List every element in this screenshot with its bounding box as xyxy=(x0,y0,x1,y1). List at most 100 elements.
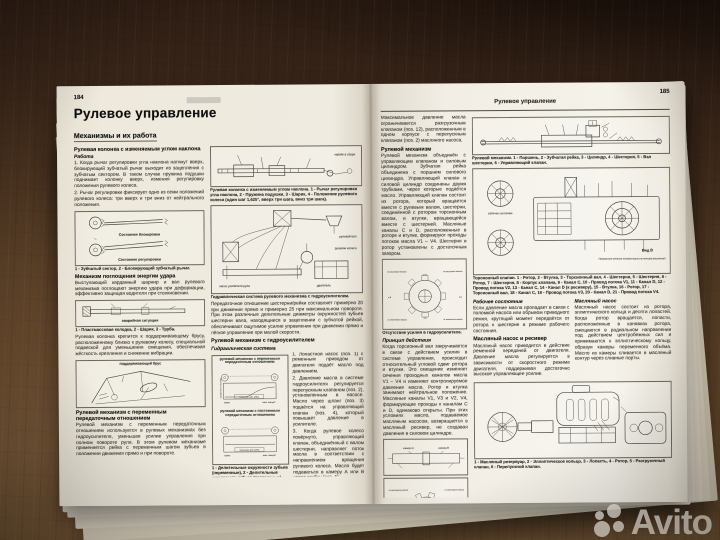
to-b-label: к В xyxy=(388,297,391,299)
subsection-heading: Рулевой механизм с гидроусилителем xyxy=(211,337,315,345)
subsection-heading: Масляный насос и ресивер xyxy=(473,336,547,343)
paragraph: Масляный насос приводится в действие рем… xyxy=(473,343,570,378)
running-header: Рулевое управление 185 xyxy=(380,88,670,112)
variable-ratio-graph: положение зубч. рейки прямо макс. поворо… xyxy=(220,373,279,404)
chamber-b-label: камера В xyxy=(438,447,449,450)
figure-caption: Рулевая колонка с изменяемым углом накло… xyxy=(209,186,358,203)
hydraulic-system-drawing: рулевой вал рулевое колесо xyxy=(219,210,357,289)
working-state-label: рабочее состояние xyxy=(489,212,514,216)
left-page: 184 Рулевое управление Механизмы и их ра… xyxy=(57,84,374,506)
to-a-label: к А xyxy=(423,317,426,320)
figure-caption: 1 - Делительные окружности зубьев (перем… xyxy=(211,464,288,477)
x-label-max-turn: макс. поворот xyxy=(263,455,276,457)
dashboard-drawing xyxy=(90,371,190,405)
left-page-column-2: червяк в сборе Рулевая колонка с изменяе… xyxy=(209,143,365,477)
paragraph: 2. Рычаг регулировки фиксирует одно из с… xyxy=(74,190,205,209)
fig-chambers: камера А камера В xyxy=(383,438,469,477)
from-pump-label: от масляного насоса xyxy=(388,490,408,492)
steering-wheel-label: рулевое колесо xyxy=(335,246,357,250)
list-item: 1. Лопастной насос (поз. 1) с ременным п… xyxy=(292,351,364,375)
scan-artifact xyxy=(186,97,221,104)
adjust-state-label: Состояние регулировки xyxy=(118,257,162,262)
sub-subheading: Масляный насос xyxy=(574,298,617,305)
paragraph: Выступающий карданный шарнир и вал рулев… xyxy=(74,279,205,298)
fig-torsion-valve: рабочее состояние xyxy=(472,166,671,276)
steering-column-drawing: червяк в сборе xyxy=(217,152,356,177)
view-b-label: Вид В xyxy=(642,249,653,253)
steering-rack-drawing xyxy=(480,119,663,147)
figure-caption: Гидравлическая система рулевого механизм… xyxy=(210,293,350,299)
figure-caption: 1 - Пластмассовая колодка, 2 - Шарик, 3 … xyxy=(75,326,176,333)
avito-logo-icon xyxy=(593,504,626,538)
paragraph: Рулевой механизм объединён с управляющим… xyxy=(381,153,467,257)
fig-rotor-turned: от масляного насоса от масляного насоса … xyxy=(383,477,469,498)
sub-subheading: Гидравлическая система xyxy=(211,345,276,352)
from-pump-label: от масляного насоса xyxy=(444,489,464,491)
fig-tilt-lock-states: Состояние блокировки Состояние регулиров… xyxy=(74,209,205,266)
from-pump-label: от масляного насоса xyxy=(443,271,463,273)
chapter-title: Рулевое управление xyxy=(73,105,217,122)
right-page-number: 185 xyxy=(659,88,670,95)
subsection-heading: Рулевой механизм с переменным передаточн… xyxy=(75,409,167,423)
oil-pump-text: Масляный насос Масляный насос состоит из… xyxy=(574,297,671,380)
left-page-column-1: Рулевая колонка с изменяемым углом накло… xyxy=(74,144,206,478)
graph-title-variable: рулевой механизм с переменным передаточн… xyxy=(219,356,280,365)
sub-subheading: Принцип действия xyxy=(382,337,431,345)
right-page: Рулевое управление 185 Максимальное давл… xyxy=(371,82,688,504)
right-page-column-1: Максимальное давление масла ограничивает… xyxy=(381,115,469,498)
paragraph: Когда торсионный вал закручивается в свя… xyxy=(382,344,468,437)
fig-oil-pump-reservoir xyxy=(473,380,673,459)
y-axis-label: передаточное отношение xyxy=(220,378,222,398)
paragraph: Если давление масла пропадает в связи с … xyxy=(472,305,570,335)
worm-assembly-label: червяк в сборе xyxy=(334,152,355,156)
sub-subheading: Рабочее состояние xyxy=(472,298,523,306)
emergency-shaft-drawing xyxy=(81,302,185,317)
graph-inner-label: положение зубч. рейки xyxy=(239,395,259,398)
chambers-drawing: камера А камера В xyxy=(387,447,464,469)
x-label-max-turn: макс. поворот xyxy=(263,402,276,404)
steering-shaft-label: рулевой вал xyxy=(339,235,357,239)
rotor-neutral-drawing: от масляного насоса от масляного насоса … xyxy=(387,271,463,321)
paragraph: 1. Когда рычаг регулировки угла наклона … xyxy=(74,160,204,190)
paragraph: Масляный насос состоит из ротора, эллипт… xyxy=(574,304,672,363)
view-b-sublabel: Поперечное сечение потоков масла по конт… xyxy=(599,258,667,261)
oil-pump-drawing xyxy=(487,385,667,445)
rotor-turned-drawing: от масляного насоса от масляного насоса … xyxy=(388,489,464,498)
emergency-label: аварийная ситуация xyxy=(121,318,159,323)
book-spread: 184 Рулевое управление Механизмы и их ра… xyxy=(56,81,688,507)
graph-inner-label: положение зубч. рейки xyxy=(240,448,260,451)
avito-watermark: Avito xyxy=(593,504,713,539)
fig-steering-rack xyxy=(471,115,671,156)
figure-caption: 1 - Зубчатый сектор, 2 - Блокирующий зуб… xyxy=(74,264,191,271)
list-item: 2. Давление масла в системе гидроусилите… xyxy=(292,376,364,428)
fig-ratio-graphs: рулевой механизм с переменным передаточн… xyxy=(211,354,290,466)
right-page-column-2: Рулевой механизм. 1 - Поршень, 2 - Зубча… xyxy=(471,114,673,497)
adjust-state-drawing xyxy=(88,237,168,257)
fig-hydraulic-system: рулевой вал рулевое колесо xyxy=(210,203,363,294)
section-heading: Механизмы и их работа xyxy=(73,132,157,143)
subsection-heading: Рулевой механизм xyxy=(380,146,432,153)
lock-state-drawing xyxy=(88,212,168,230)
fig-emergency-shaft: аварийная ситуация xyxy=(75,299,205,328)
to-a-label: к А xyxy=(458,296,461,299)
open-book: 184 Рулевое управление Механизмы и их ра… xyxy=(55,80,718,540)
subsection-heading: Рулевая колонка с изменяемым углом накло… xyxy=(73,146,201,154)
from-pump-label: от масляного насоса xyxy=(443,319,463,321)
figure-caption: Рулевой механизм. 1 - Поршень, 2 - Зубча… xyxy=(471,154,652,166)
fig-rotor-neutral: от масляного насоса от масляного насоса … xyxy=(381,258,468,331)
x-label-straight: прямо xyxy=(224,402,231,404)
fig-support-beam: поддерживающий брус xyxy=(75,359,206,408)
constant-ratio-graph: положение зубч. рейки прямо макс. поворо… xyxy=(221,426,279,457)
paragraph: Передаточное отношение шестерни/рейки со… xyxy=(210,300,364,336)
torsion-valve-drawing: рабочее состояние xyxy=(487,177,667,261)
from-pump-label: от масляного насоса xyxy=(387,271,407,273)
x-label-straight: прямо xyxy=(225,455,232,457)
figure-caption: Торсионный клапан. 1 - Ротор, 2 - Втулка… xyxy=(472,273,667,296)
engine-label: двигатель xyxy=(317,284,331,288)
subsection-heading: Механизм поглощения энергии удара xyxy=(74,272,176,280)
figure-caption: 1 - Масляный резервуар, 2 - Эллиптическо… xyxy=(474,457,665,469)
paragraph: Максимальное давление масла ограничивает… xyxy=(380,115,466,144)
paragraph: Рулевой механизм с переменным передаточн… xyxy=(75,422,206,458)
paragraph: Рулевая колонка крепится к поддерживающе… xyxy=(75,334,206,358)
